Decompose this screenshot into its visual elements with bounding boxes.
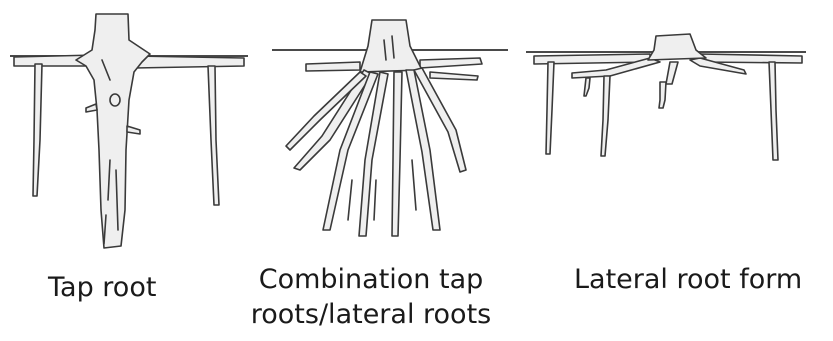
- lateral-sinker-4: [584, 78, 590, 96]
- tap-root-label: Tap root: [48, 270, 156, 305]
- combination-root-illustration: [272, 20, 508, 236]
- combination-root-4: [392, 72, 402, 236]
- lateral-root-oblique-3: [666, 62, 678, 84]
- lateral-sinker-3: [659, 82, 666, 108]
- lateral-trunk: [648, 34, 706, 60]
- combination-trunk: [360, 20, 422, 72]
- lateral-sinker-5: [769, 62, 778, 160]
- tap-root-sinker-right: [208, 66, 219, 205]
- tap-root-sinker-left: [33, 64, 42, 196]
- combination-label: Combination tap roots/lateral roots: [226, 262, 516, 332]
- tap-root-side-branch-1: [86, 104, 97, 112]
- combination-label-line2: roots/lateral roots: [226, 297, 516, 332]
- tap-root-side-branch-2: [127, 126, 140, 134]
- lateral-sinker-1: [546, 62, 554, 154]
- tap-root-surface-root-right: [134, 56, 244, 68]
- combination-label-line1: Combination tap: [226, 262, 516, 297]
- combination-surface-root-left: [306, 62, 360, 71]
- tap-root-illustration: [10, 14, 248, 248]
- lateral-root-illustration: [526, 34, 806, 160]
- lateral-sinker-2: [601, 76, 610, 156]
- lateral-root-label: Lateral root form: [574, 262, 802, 297]
- combination-surface-root-right: [420, 58, 482, 68]
- combination-surface-root-right-2: [430, 72, 478, 80]
